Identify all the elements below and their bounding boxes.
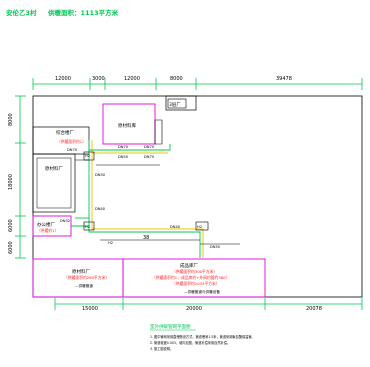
magenta-upper-label: 原材料库 xyxy=(118,122,136,129)
dim-left-2: 18000 xyxy=(8,174,14,190)
red-left-lower-note: （供暖约1） xyxy=(37,228,58,233)
dim-top-1: 12000 xyxy=(55,76,71,82)
left-dimension-labels: 8000 18000 6000 6000 xyxy=(8,113,14,254)
dn-label-5: DN70 xyxy=(144,155,155,159)
top-dimension-labels: 12000 3000 12000 8000 39478 xyxy=(55,76,292,82)
h-label-3: H2 xyxy=(197,225,202,229)
note-bottom-mid: —供暖管道与供暖设备 xyxy=(184,289,220,294)
h-label-4: H2 xyxy=(108,241,113,245)
dn-label-2: DN70 xyxy=(118,145,129,149)
h-label-1: H2 xyxy=(85,154,90,158)
upper-right-box-label: 3层厂 xyxy=(169,102,181,108)
dim-top-4: 8000 xyxy=(170,76,183,82)
building-upper-right xyxy=(165,95,197,111)
building-bottom-mid xyxy=(122,258,266,298)
left-dimension-line xyxy=(15,95,26,259)
legend-title: 室外供暖管网平面图 xyxy=(150,323,191,330)
dim-left-3: 6000 xyxy=(8,219,14,232)
header-area-text: 供暖面积：1113平方米 xyxy=(47,8,119,17)
red-bottom-mid-3: （供暖面积约1033平方米） xyxy=(172,281,220,286)
left-lower-label: 办公楼厂 xyxy=(37,221,55,228)
dim-left-4: 6000 xyxy=(8,241,14,254)
dim-bottom-1: 15000 xyxy=(82,306,98,312)
legend-note-1: 1. 图中管网采用直埋敷设方式，管道埋深1.5米，管道采用聚氨酯保温管。 xyxy=(150,334,255,339)
dn-label-9: DN40 xyxy=(170,225,181,229)
dn-label-8: DN32 xyxy=(60,219,70,223)
top-dimension-line xyxy=(32,78,363,90)
legend-note-3: 3. 施工图说明。 xyxy=(150,346,173,351)
red-left-upper-note: （供暖面积约1） xyxy=(57,139,86,144)
heating-pipe-network xyxy=(71,140,240,258)
bottom-mid-label: 成品库厂 xyxy=(180,262,198,269)
room-upper-right-inner xyxy=(167,98,187,109)
h-label-2: H2 xyxy=(85,225,90,229)
red-bottom-mid-2: （供暖面积约1：成品库约+外网约管约380） xyxy=(152,275,229,280)
note-bottom-left: —供暖管道 xyxy=(75,283,93,288)
left-upper-label: 综合楼厂 xyxy=(56,129,74,136)
dim-top-2: 3000 xyxy=(92,76,105,82)
dn-label-10: DN50 xyxy=(210,245,221,249)
header-left-title: 安伦乙3村 xyxy=(6,8,37,17)
dn-label-4: DN50 xyxy=(118,155,129,159)
red-bottom-left-note: （供暖面积约280平方米） xyxy=(64,275,109,280)
dim-top-3: 12000 xyxy=(124,76,140,82)
left-middle-label: 原材料厂 xyxy=(45,165,63,172)
dim-bottom-2: 20000 xyxy=(186,306,202,312)
bottom-dimension-labels: 15000 20000 20078 xyxy=(82,306,322,312)
dn-label-7: DN40 xyxy=(95,207,106,211)
bottom-dimension-line xyxy=(54,298,363,310)
pipe-size-labels: DN70 DN70 DN70 DN50 DN70 DN50 DN40 DN32 … xyxy=(60,145,221,249)
dim-top-5: 39478 xyxy=(276,76,292,82)
dim-inner: 38 xyxy=(143,235,149,241)
building-magenta-upper-notch xyxy=(154,119,163,145)
dim-bottom-3: 20078 xyxy=(306,306,322,312)
dn-label-6: DN50 xyxy=(95,173,106,177)
building-left-middle xyxy=(32,153,76,213)
legend-note-2: 2. 管道坡度0.003，坡向见图，管道补偿采用自然补偿。 xyxy=(150,340,230,345)
dn-label-3: DN70 xyxy=(144,145,155,149)
dn-label-1: DN70 xyxy=(67,148,78,152)
dim-left-1: 8000 xyxy=(8,113,14,126)
building-left-middle-inner xyxy=(36,157,72,209)
red-bottom-mid-1: （供暖面积约300平方米） xyxy=(172,269,217,274)
bottom-left-label: 原材料厂 xyxy=(72,268,90,275)
